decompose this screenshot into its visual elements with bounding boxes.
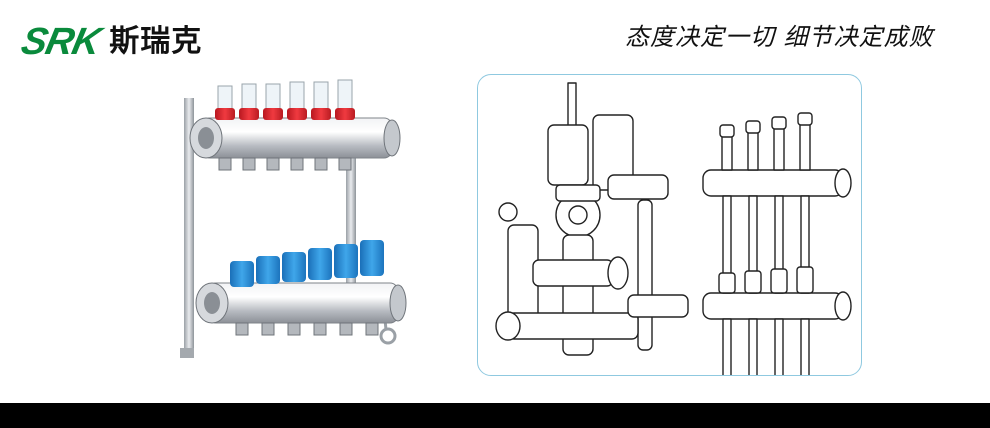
upper-manifold-bar bbox=[201, 117, 393, 159]
blue-valve-caps bbox=[230, 240, 384, 287]
bracket-ring bbox=[379, 327, 397, 345]
red-flow-meters bbox=[215, 79, 355, 120]
bracket-foot bbox=[180, 348, 194, 358]
upper-bar-port bbox=[198, 127, 214, 149]
manifold-line-drawing bbox=[495, 82, 852, 375]
left-bracket bbox=[184, 98, 194, 353]
brand-logo: SRK 斯瑞克 bbox=[18, 21, 203, 63]
technical-diagram-frame bbox=[477, 74, 862, 376]
pump-unit-drawing bbox=[495, 82, 689, 356]
manifold-drawing bbox=[702, 112, 852, 375]
manifold-illustration bbox=[180, 79, 407, 358]
footer-bar bbox=[0, 403, 990, 428]
manifold-product-photo bbox=[178, 78, 418, 368]
brand-logo-chinese: 斯瑞克 bbox=[109, 24, 203, 59]
right-bracket bbox=[346, 148, 356, 303]
lower-outlets bbox=[235, 322, 379, 336]
slogan: 态度决定一切 细节决定成败 bbox=[625, 23, 934, 51]
lower-manifold-bar bbox=[207, 282, 399, 324]
upper-outlets bbox=[218, 157, 352, 171]
brand-logo-latin: SRK bbox=[17, 21, 104, 63]
lower-bar-cap bbox=[389, 284, 407, 322]
lower-bar-port bbox=[204, 292, 220, 314]
upper-bar-cap bbox=[383, 119, 401, 157]
